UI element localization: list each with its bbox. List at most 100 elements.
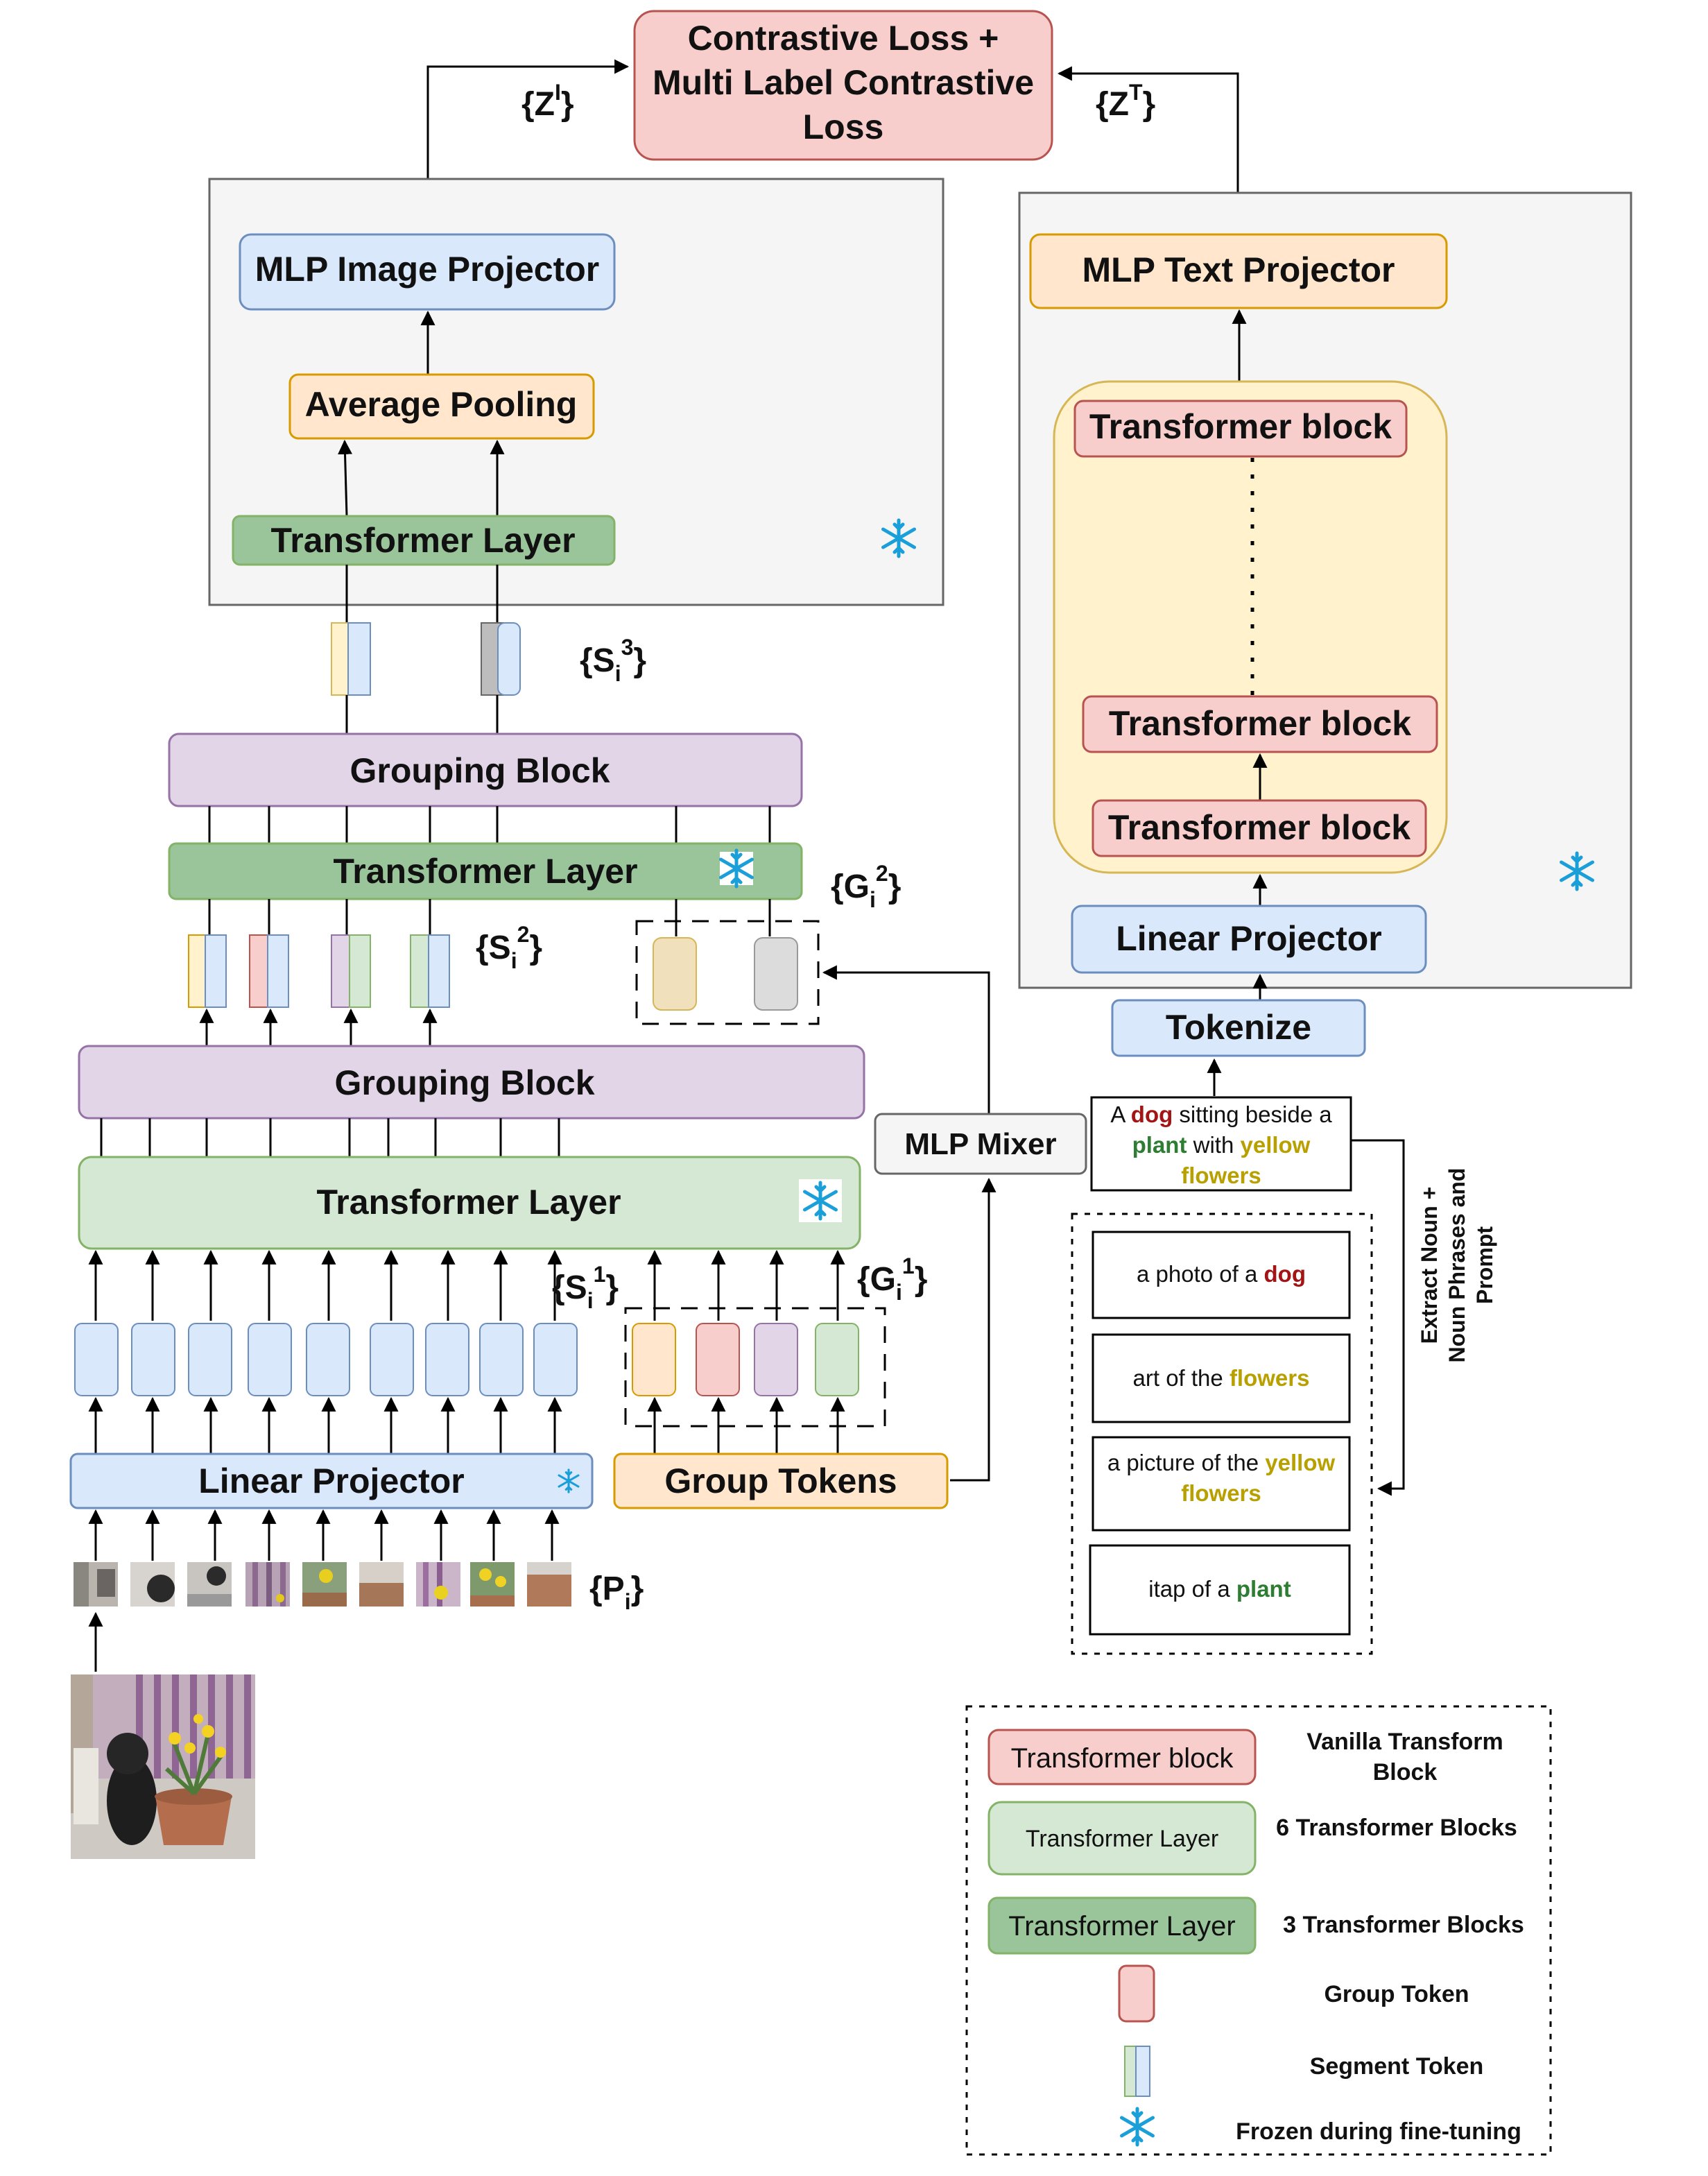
caption-box [1090, 1096, 1352, 1192]
tokenize-label: Tokenize [1166, 1008, 1311, 1047]
loss-box [633, 10, 1053, 161]
legend-desc-5: Segment Token [1310, 2053, 1484, 2080]
segment-token [497, 622, 521, 696]
prompt-box [1092, 1333, 1351, 1423]
snowflake-icon [1122, 2109, 1153, 2145]
group-tokens-label: Group Tokens [664, 1462, 897, 1500]
linear-projector-text-box [1071, 905, 1427, 974]
legend-desc-1-line-2: Block [1373, 1759, 1438, 1785]
s3-label: {Si3} [580, 635, 646, 686]
group-tokens-box [613, 1453, 949, 1509]
lp-to-s1-arrows [88, 1396, 845, 1454]
linear-projector-text-label: Linear Projector [1116, 919, 1381, 958]
transformer-layer-low-box [78, 1156, 861, 1250]
caption-line-2: plant with yellow [1132, 1132, 1311, 1158]
legend-desc-3: 3 Transformer Blocks [1283, 1912, 1524, 1938]
transformer-layer-mid-box [168, 842, 803, 900]
patch-to-lp-arrows [88, 1509, 560, 1561]
image-to-loss-arrow [426, 59, 630, 232]
transformer-block-mid-label: Transformer block [1109, 704, 1411, 743]
z-image-label: {ZI} [521, 80, 574, 123]
s1-label: {Si1} [552, 1262, 619, 1313]
tokenize-box [1111, 999, 1366, 1057]
prompt-box [1092, 1436, 1351, 1532]
caption-line-3: flowers [1181, 1163, 1261, 1188]
legend-desc-2: 6 Transformer Blocks [1276, 1815, 1517, 1841]
group-token [754, 1323, 798, 1396]
grouping-block-1-label: Grouping Block [335, 1063, 595, 1102]
extract-side-label: Extract Noun + Noun Phrases and Prompt [1417, 1168, 1497, 1363]
legend-swatch-2-label: Transformer Layer [1026, 1826, 1218, 1852]
g1-dashed-group [624, 1307, 886, 1428]
prompt-box [1092, 1231, 1351, 1319]
patches-label: {Pi} [589, 1570, 644, 1614]
transformer-block-low-box [1092, 799, 1427, 857]
transformer-layer-top-label: Transformer Layer [270, 521, 575, 560]
prompt-4: itap of a plant [1148, 1576, 1291, 1602]
grouping-block-1-box [78, 1045, 865, 1120]
s2-label: {Si2} [476, 922, 542, 973]
group-token [754, 937, 798, 1011]
z-text-label: {ZT} [1096, 80, 1155, 123]
legend-swatch-segment-token [1135, 2046, 1150, 2097]
linear-projector-image-label: Linear Projector [198, 1462, 464, 1500]
g1-label: {Gi1} [857, 1253, 927, 1305]
legend-swatch-transformer-layer-6 [987, 1801, 1257, 1876]
transformer-layer-low-label: Transformer Layer [316, 1183, 621, 1222]
svg-text:Extract Noun +: Extract Noun + [1417, 1187, 1442, 1344]
group-tokens-to-mixer-arrow [950, 1177, 997, 1482]
segment-token [349, 934, 371, 1008]
average-pooling-label: Average Pooling [305, 385, 578, 424]
legend-desc-6: Frozen during fine-tuning [1236, 2118, 1521, 2145]
g2-label: {Gi2} [831, 861, 901, 912]
prompt-box [1089, 1544, 1351, 1636]
mlp-text-projector-box [1029, 233, 1448, 309]
mlp-mixer-label: MLP Mixer [904, 1127, 1056, 1161]
group-token [696, 1323, 740, 1396]
loss-line-1: Contrastive Loss + [688, 19, 999, 58]
grouping-block-2-box [168, 733, 803, 807]
gb1-connectors [100, 1118, 560, 1157]
legend-swatch-1-label: Transformer block [1011, 1743, 1234, 1774]
svg-text:Prompt: Prompt [1472, 1226, 1497, 1304]
tl-to-pool-arrow-1 [338, 439, 353, 517]
transformer-block-top-box [1073, 400, 1408, 458]
gb2-connectors [208, 806, 771, 845]
group-token [653, 937, 697, 1011]
segment-token [347, 622, 371, 696]
legend-swatch-3-label: Transformer Layer [1008, 1911, 1236, 1942]
loss-line-2: Multi Label Contrastive [653, 63, 1034, 102]
transformer-block-low-label: Transformer block [1108, 808, 1411, 847]
segment-token [267, 934, 289, 1008]
mlp-image-projector-box [239, 233, 616, 311]
segment-token [205, 934, 227, 1008]
image-patches [74, 1562, 571, 1607]
transformer-layer-top-box [232, 515, 616, 566]
mixer-to-g2-arrow [822, 965, 990, 1138]
gb1-to-s2-arrows [199, 1008, 438, 1046]
prompt-3-line-1: a picture of the yellow [1107, 1450, 1336, 1475]
legend-swatch-transformer-block [987, 1729, 1257, 1785]
linear-projector-image-box [69, 1453, 594, 1509]
text-to-loss-arrow [1057, 66, 1239, 232]
caption-line-1: A dog sitting beside a [1110, 1102, 1332, 1127]
prompt-3-line-2: flowers [1181, 1480, 1261, 1506]
legend-desc-1-line-1: Vanilla Transform [1306, 1729, 1503, 1755]
group-token [815, 1323, 859, 1396]
group-token [632, 1323, 676, 1396]
transformer-block-mid-box [1082, 695, 1438, 753]
segment-token [428, 934, 450, 1008]
s2-connectors [208, 899, 771, 936]
mlp-text-projector-label: MLP Text Projector [1082, 250, 1395, 289]
grouping-block-2-label: Grouping Block [350, 751, 610, 790]
transformer-block-top-label: Transformer block [1089, 407, 1392, 446]
average-pooling-box [288, 373, 595, 440]
svg-text:Noun Phrases and: Noun Phrases and [1444, 1168, 1469, 1363]
s1-to-tl-arrows [88, 1249, 845, 1321]
legend-swatch-group-token [1118, 1964, 1155, 2023]
mlp-image-projector-label: MLP Image Projector [255, 250, 599, 289]
legend-box [965, 1705, 1552, 2156]
prompts-group [1071, 1213, 1373, 1655]
